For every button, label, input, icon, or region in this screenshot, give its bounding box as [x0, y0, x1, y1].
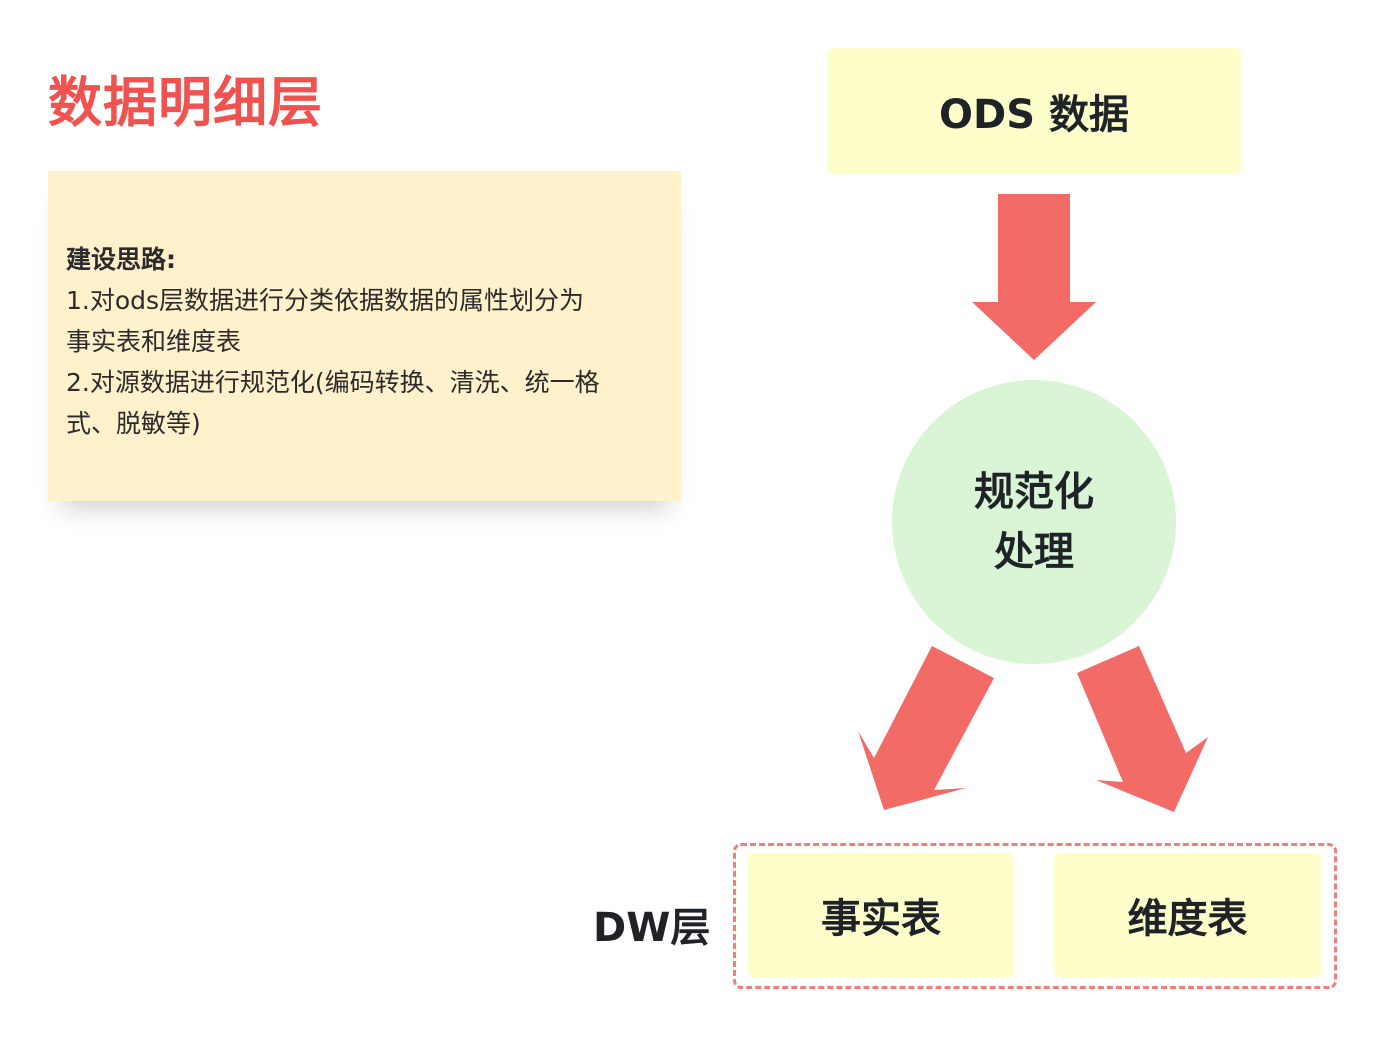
arrow-down-left-icon [858, 646, 994, 810]
process-label-line2: 处理 [994, 529, 1074, 575]
ods-data-node: ODS 数据 [827, 48, 1241, 174]
ods-data-label: ODS 数据 [939, 92, 1129, 138]
notes-line-1: 1.对ods层数据进行分类依据数据的属性划分为 [66, 286, 585, 315]
arrow-down-right-icon [1077, 646, 1208, 812]
notes-heading: 建设思路: [66, 245, 176, 274]
normalize-process-node: 规范化 处理 [892, 380, 1176, 664]
arrow-down-icon [972, 194, 1096, 360]
fact-table-label: 事实表 [821, 896, 941, 942]
notes-line-4: 式、脱敏等) [66, 409, 201, 438]
process-label-line1: 规范化 [974, 469, 1094, 515]
notes-line-3: 2.对源数据进行规范化(编码转换、清洗、统一格 [66, 368, 600, 397]
page-title: 数据明细层 [48, 71, 323, 134]
fact-table-node: 事实表 [748, 853, 1014, 977]
dimension-table-label: 维度表 [1127, 896, 1248, 942]
notes-line-2: 事实表和维度表 [66, 327, 242, 356]
design-notes-card: 建设思路: 1.对ods层数据进行分类依据数据的属性划分为 事实表和维度表 2.… [48, 171, 681, 501]
dw-layer-label: DW层 [593, 905, 711, 951]
dw-layer-group [733, 843, 1337, 989]
dimension-table-node: 维度表 [1054, 853, 1321, 977]
